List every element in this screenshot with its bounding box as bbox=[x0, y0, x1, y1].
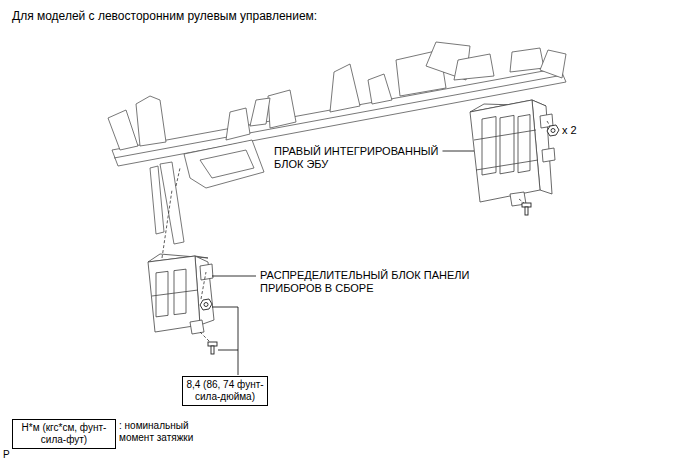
fasteners bbox=[204, 303, 208, 307]
dashboard-reinforcement bbox=[184, 140, 264, 188]
dashboard-reinforcement bbox=[250, 98, 270, 126]
dashed-guide bbox=[176, 168, 180, 186]
ecu-block-figure bbox=[518, 115, 530, 173]
dashboard-reinforcement bbox=[330, 64, 360, 112]
quantity-label: x 2 bbox=[562, 124, 577, 137]
fasteners bbox=[211, 346, 214, 354]
dashed-guide bbox=[519, 199, 524, 203]
fasteners bbox=[200, 299, 212, 310]
dashed-guide bbox=[162, 190, 172, 258]
leader-line bbox=[212, 151, 474, 375]
ecu-block-figure bbox=[470, 100, 555, 206]
dashboard-reinforcement bbox=[268, 90, 296, 128]
torque-box: 8,4 (86, 74 фунт- сила-дюйма) bbox=[182, 376, 268, 406]
figure-code: P bbox=[3, 449, 10, 461]
dashboard-reinforcement bbox=[108, 110, 138, 150]
dashboard-reinforcement bbox=[226, 108, 250, 140]
part-label: РАСПРЕДЕЛИТЕЛЬНЫЙ БЛОК ПАНЕЛИ ПРИБОРОВ В… bbox=[260, 269, 508, 295]
unit-text: Н*м (кгс*см, фунт- сила-фут) bbox=[16, 422, 112, 446]
ecu-block-figure bbox=[542, 148, 555, 162]
legend-text: : номинальный момент затяжки bbox=[119, 420, 211, 444]
ecu-block-figure bbox=[474, 130, 536, 140]
torque-value: 8,4 (86, 74 фунт- сила-дюйма) bbox=[186, 379, 264, 403]
distribution-block-figure bbox=[152, 290, 198, 296]
distribution-block-figure bbox=[148, 254, 214, 334]
dashed-guide bbox=[547, 121, 550, 126]
dashboard-reinforcement bbox=[510, 48, 544, 72]
fasteners bbox=[525, 207, 528, 215]
ecu-block-figure bbox=[476, 160, 538, 170]
ecu-block-figure bbox=[482, 117, 496, 175]
distribution-block-figure bbox=[190, 320, 204, 334]
dashboard-reinforcement bbox=[108, 42, 566, 244]
legend-sample-box: Н*м (кгс*см, фунт- сила-фут) bbox=[12, 419, 116, 449]
fasteners bbox=[522, 203, 531, 207]
dashed-guide bbox=[162, 121, 550, 342]
dashboard-reinforcement bbox=[136, 96, 166, 146]
distribution-block-figure bbox=[148, 256, 200, 332]
dashboard-reinforcement bbox=[368, 74, 392, 104]
dashboard-reinforcement bbox=[540, 50, 566, 78]
fasteners bbox=[208, 342, 217, 346]
fasteners bbox=[547, 125, 559, 136]
dashed-guide bbox=[200, 332, 210, 342]
leader-line bbox=[442, 151, 474, 152]
dashed-guide bbox=[201, 272, 206, 299]
figure-title: Для моделей с левосторонним рулевым упра… bbox=[12, 9, 317, 23]
leader-line bbox=[212, 307, 238, 375]
fasteners bbox=[551, 129, 555, 133]
part-label: ПРАВЫЙ ИНТЕГРИРОВАННЫЙ БЛОК ЭБУ bbox=[274, 145, 456, 171]
dashboard-reinforcement bbox=[200, 150, 254, 178]
dashboard-reinforcement bbox=[150, 166, 164, 234]
ecu-block-figure bbox=[470, 100, 540, 202]
fasteners bbox=[200, 125, 559, 354]
dashboard-reinforcement bbox=[454, 54, 494, 80]
leader-line bbox=[212, 276, 256, 277]
distribution-block-figure bbox=[200, 264, 213, 280]
